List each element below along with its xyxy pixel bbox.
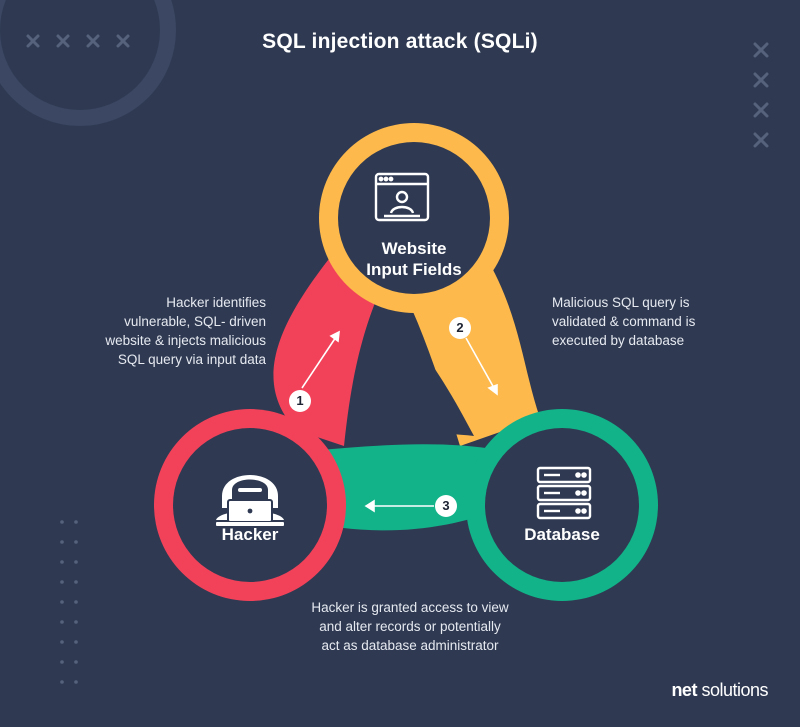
hacker-label: Hacker	[221, 525, 279, 544]
step-1-line: vulnerable, SQL- driven	[124, 314, 266, 329]
website-label: Website Input Fields	[334, 238, 494, 280]
decorative-arc	[0, 0, 176, 126]
brand-logo-part1: net	[671, 680, 702, 700]
browser-user-icon	[374, 172, 430, 222]
server-stack-icon	[536, 466, 592, 520]
arrow-step-2	[465, 337, 495, 389]
arrow-step-1-head	[329, 330, 340, 343]
step-1-line: Hacker identifies	[166, 295, 266, 310]
decorative-x-marks-top	[26, 34, 130, 48]
arrow-step-1	[301, 336, 337, 389]
step-1-line: SQL query via input data	[117, 352, 266, 367]
step-2-line: executed by database	[552, 333, 685, 348]
brand-logo-part2: solutions	[701, 680, 768, 700]
step-2-line: validated & command is	[552, 314, 696, 329]
brand-logo: net solutions	[671, 680, 768, 701]
decorative-dot-grid	[60, 520, 78, 684]
step-1-line: website & injects malicious	[105, 333, 266, 348]
step-2-description: Malicious SQL query is validated & comma…	[552, 293, 772, 350]
step-2-badge: 2	[449, 317, 471, 339]
step-2-line: Malicious SQL query is	[552, 295, 690, 310]
database-label: Database	[524, 525, 600, 544]
step-3-line: and alter records or potentially	[319, 619, 501, 634]
website-label-line1: Website	[381, 239, 447, 258]
step-3-description: Hacker is granted access to view and alt…	[260, 598, 560, 655]
band-green	[300, 444, 520, 531]
step-3-line: act as database administrator	[321, 638, 499, 653]
arrow-step-2-head	[487, 383, 498, 396]
page-title: SQL injection attack (SQLi)	[262, 30, 538, 53]
decorative-x-marks-right	[753, 42, 769, 148]
step-3-badge: 3	[435, 495, 457, 517]
step-1-badge: 1	[289, 390, 311, 412]
arrow-step-3-head	[364, 499, 375, 513]
step-3-line: Hacker is granted access to view	[311, 600, 509, 615]
hooded-hacker-laptop-icon	[216, 475, 284, 526]
arrows	[301, 330, 498, 513]
step-1-description: Hacker identifies vulnerable, SQL- drive…	[64, 293, 266, 369]
website-label-line2: Input Fields	[366, 260, 462, 279]
center-hole	[352, 338, 474, 436]
